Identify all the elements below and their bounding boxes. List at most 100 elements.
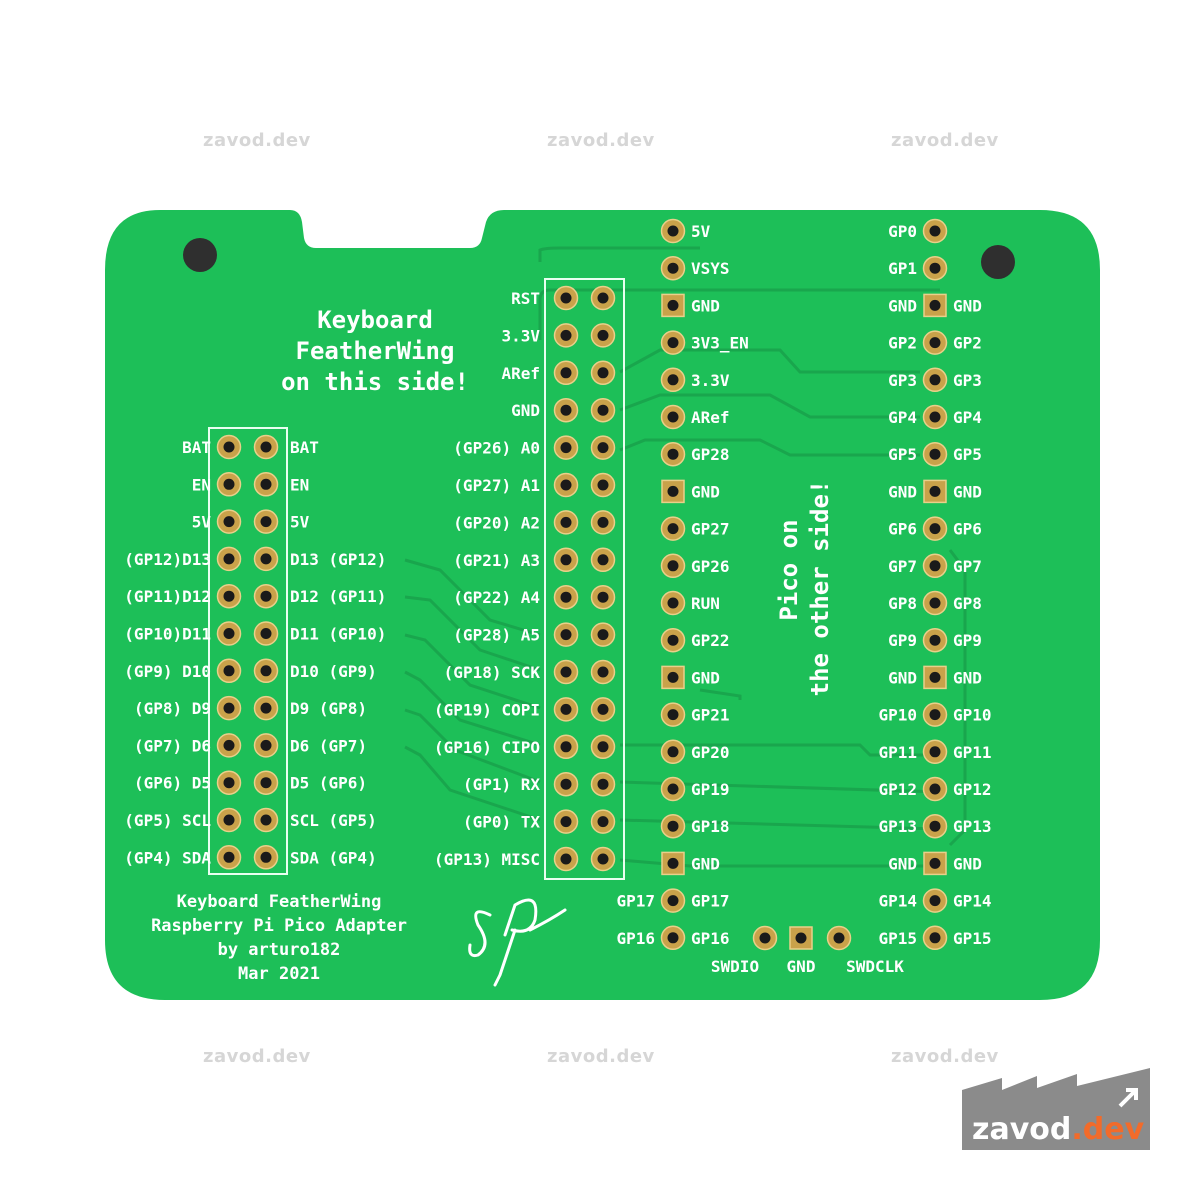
pin-label: GND [888,482,917,501]
pin-label: (GP19) COPI [434,700,540,719]
trace [619,438,920,457]
pad [216,621,242,646]
pin-label: GP20 [691,743,730,762]
pad [661,479,685,504]
pcb-pads [216,218,948,951]
pad [922,925,948,951]
pad [216,845,242,870]
pin-label: GP2 [953,334,982,353]
pad [660,218,686,244]
pin-label: EN [290,475,309,494]
pad [660,330,686,355]
pad [923,851,947,876]
pin-label: GP1 [888,259,917,278]
pin-label: ARef [501,364,540,383]
pin-label: (GP21) A3 [453,551,540,570]
pad [922,441,948,467]
mounting-hole [183,238,217,272]
pad [660,516,686,541]
pad [922,739,948,765]
pin-label: GP9 [953,631,982,650]
pin-label: GP4 [953,408,982,427]
pad [590,734,616,760]
trace [538,288,940,340]
pad [922,590,948,616]
pin-label: (GP5) SCL [124,811,211,830]
pin-label: (GP1) RX [463,775,540,794]
pin-label: GND [953,668,982,687]
pad [553,584,579,610]
pin-label: GND [888,854,917,873]
pad [553,397,579,423]
pin-label: (GP27) A1 [453,476,540,495]
pin-label: GP8 [953,594,982,613]
pin-label: (GP9) D10 [124,662,211,681]
pad [590,285,616,311]
pin-label: (GP18) SCK [444,663,541,682]
trace [404,670,541,747]
pad [922,404,948,430]
trace [699,688,742,700]
pin-label: GP5 [953,445,982,464]
pin-label: (GP11)D12 [124,587,211,606]
pin-label: GP3 [888,371,917,390]
pad [553,622,579,647]
pad [253,695,279,721]
pad [216,733,242,758]
pad [553,734,579,760]
pad [590,622,616,647]
pin-label: GND [953,854,982,873]
pin-label: BAT [290,438,319,457]
trace [619,858,940,868]
pad [253,434,279,460]
pin-label: (GP0) TX [463,813,540,832]
signature-logo [468,898,567,987]
pad [553,285,579,311]
pad [590,584,616,610]
pin-label: SDA (GP4) [290,848,377,867]
mounting-hole [981,245,1015,279]
pin-label: GP13 [953,817,992,836]
pad [590,697,616,722]
headline-right-line: Pico on [775,519,803,620]
pad [216,509,242,534]
pin-label: (GP20) A2 [453,513,540,532]
trace [948,549,967,847]
pad [922,330,948,355]
pad [553,435,579,460]
pad [660,553,686,579]
pad [216,434,242,460]
pad [923,665,947,690]
pin-label: GP5 [888,445,917,464]
credit-line: by arturo182 [218,940,341,960]
pad [253,770,279,795]
pin-label: GP11 [878,743,917,762]
pad [553,771,579,797]
headline-left-line: FeatherWing [296,337,455,365]
pin-label: (GP8) D9 [134,699,211,718]
pad [922,627,948,653]
pin-label: (GP26) A0 [453,439,540,458]
pad [590,510,616,535]
swd-label: SWDIO [711,957,759,976]
pad [590,323,616,348]
pad [660,590,686,616]
pin-label: GND [691,296,720,315]
pin-label: GP7 [953,557,982,576]
watermark: zavod.dev [547,130,655,151]
pad [553,510,579,535]
headline-right-line: the other side! [806,480,834,697]
credit-line: Mar 2021 [238,964,320,984]
pin-label: (GP10)D11 [124,625,211,644]
pin-label: D5 (GP6) [290,774,367,793]
pin-label: (GP12)D13 [124,550,211,569]
trace [404,745,541,822]
pin-label: GND [691,854,720,873]
pin-label: GP6 [953,520,982,539]
trace [620,743,940,757]
pin-label: (GP4) SDA [124,848,211,867]
pin-label: ARef [691,408,730,427]
pin-label: GP18 [691,817,730,836]
pad [216,695,242,721]
